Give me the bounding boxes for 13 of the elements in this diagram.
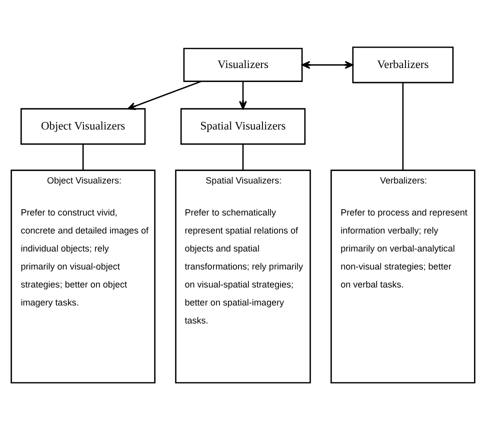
connector [242, 144, 244, 170]
node-box: Visualizers [183, 47, 303, 82]
arrow [127, 80, 202, 110]
connector [402, 82, 404, 170]
node-box: Object Visualizers: Prefer to construct vivid, concrete and detailed images of individual objects; rely primarily on visual-object strategies; better on object imagery tasks. [10, 169, 156, 383]
node-box: Verbalizers [352, 46, 454, 83]
arrow [302, 60, 354, 68]
connector [82, 144, 84, 170]
arrow [239, 80, 247, 109]
node-box: Spatial Visualizers: Prefer to schematically represent spatial relations of objects and spatial transformations; rely primarily on visual-spatial strategies; better on spatial-imagery tasks. [175, 169, 311, 383]
node-box: Spatial Visualizers [180, 108, 306, 144]
node-box: Verbalizers: Prefer to process and represent information verbally; rely primarily on verbal-analytical non-visual strategies; better on verbal tasks. [330, 169, 476, 383]
node-box: Object Visualizers [20, 108, 146, 144]
